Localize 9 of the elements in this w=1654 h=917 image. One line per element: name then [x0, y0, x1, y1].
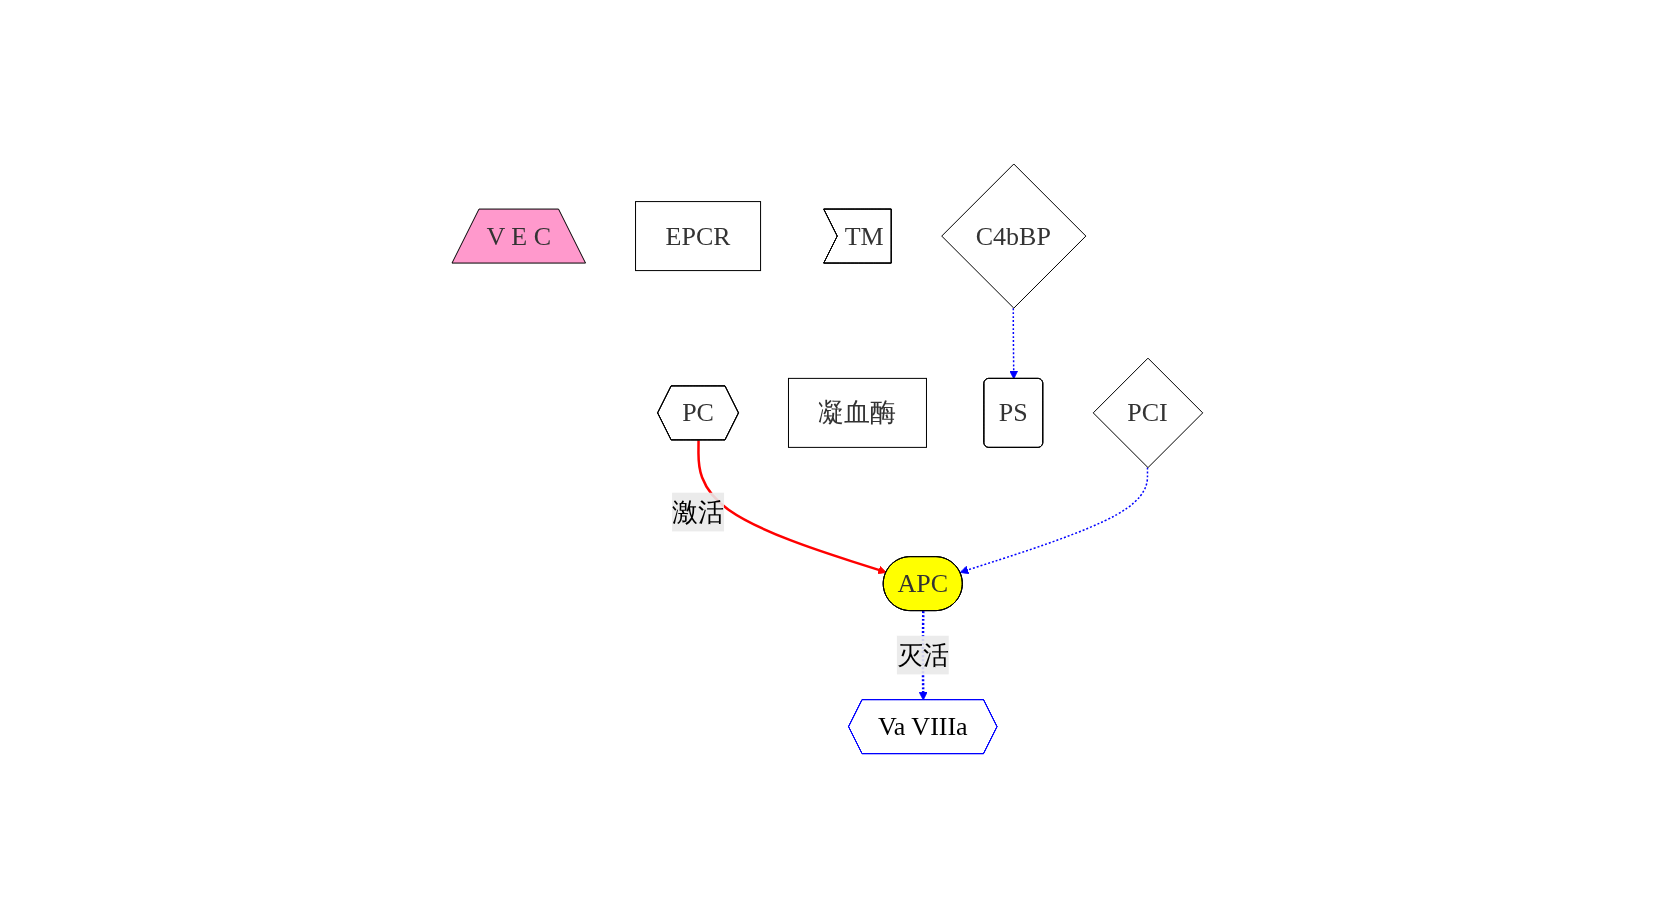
arrow [696, 440, 887, 574]
node-diamond: C4bBP [940, 163, 1086, 309]
edge-label: 灭活 [896, 640, 949, 670]
arrow [959, 466, 1148, 574]
arrow [1008, 307, 1018, 379]
edge-label: 激活 [671, 497, 724, 527]
node-box: 凝血酶 [787, 377, 927, 448]
node-diamond: PCI [1092, 357, 1203, 468]
node-box: EPCR [634, 200, 761, 271]
